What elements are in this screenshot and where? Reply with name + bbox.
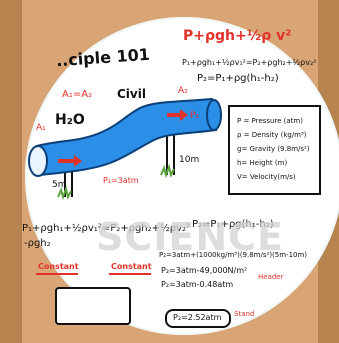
left-height-label: 5m <box>52 180 67 190</box>
grass-right <box>160 163 175 179</box>
science-watermark: SCIENCE <box>96 215 285 259</box>
p2-formula: P₂=P₁+ρg(h₁-h₂) <box>197 73 279 84</box>
bottom-left-note-box <box>55 287 131 325</box>
lower-left-equation-line-1: P₁+ρgh₁+½ρv₁²=P₂+ρgh₂+½ρv₂² <box>22 223 191 234</box>
constant-left-note: Constant <box>38 262 79 271</box>
lower-right-equation-line-3: P₂=3atm-49,000N/m² <box>161 266 248 275</box>
legend-pressure: P = Pressure (atm) <box>237 117 303 125</box>
answer-box: P₂=2.52atm <box>165 309 231 328</box>
legend-gravity: g= Gravity (9.8m/s²) <box>237 145 310 153</box>
legend-density: ρ = Density (kg/m³) <box>237 131 307 139</box>
lower-right-equation-line-1: P₂=P₁+ρg(h₁-h₂) <box>192 219 274 230</box>
lower-right-equation-line-2: P₂=3atm+(1000kg/m³)(9.8m/s²)(5m-10m) <box>159 251 308 259</box>
flow-arrow-right-head <box>180 109 188 121</box>
pipe-end <box>206 99 222 131</box>
area-2-label: A₂ <box>178 86 188 96</box>
variable-legend-box: P = Pressure (atm) ρ = Density (kg/m³) g… <box>228 105 321 195</box>
stand-note: Stand <box>234 310 255 318</box>
legend-height: h= Height (m) <box>237 159 288 167</box>
water-label: H₂O <box>55 112 85 128</box>
civil-label: Civil <box>117 87 146 101</box>
answer-text: P₂=2.52atm <box>173 313 222 322</box>
constant-mid-note: Constant <box>111 262 152 271</box>
header-note: Header <box>258 273 284 281</box>
pressure-1-value-label: P₁=3atm <box>103 176 139 185</box>
pipe-opening <box>28 145 48 177</box>
constant-mid-underline <box>109 273 151 275</box>
lower-right-equation-line-4: P₂=3atm-0.48atm <box>161 280 234 289</box>
constant-left-underline <box>36 273 78 275</box>
right-height-label: 10m <box>179 155 200 165</box>
area-equality-label: A₁=A₂ <box>62 89 93 100</box>
bernoulli-expanded-equation: P₁+ρgh₁+½ρv₁²=P₂+ρgh₂+½ρv₂² <box>182 58 317 67</box>
flow-arrow-left-head <box>74 155 82 167</box>
area-1-label: A₁ <box>36 123 46 133</box>
pressure-2-label: P₂ <box>190 111 200 121</box>
legend-velocity: V= Velocity(m/s) <box>237 173 296 181</box>
background-stripe <box>0 0 22 343</box>
grass-left <box>57 185 72 201</box>
lower-left-equation-line-2: -ρgh₂ <box>24 238 51 249</box>
bernoulli-main-equation: P+ρgh+½ρ v² <box>183 28 292 44</box>
